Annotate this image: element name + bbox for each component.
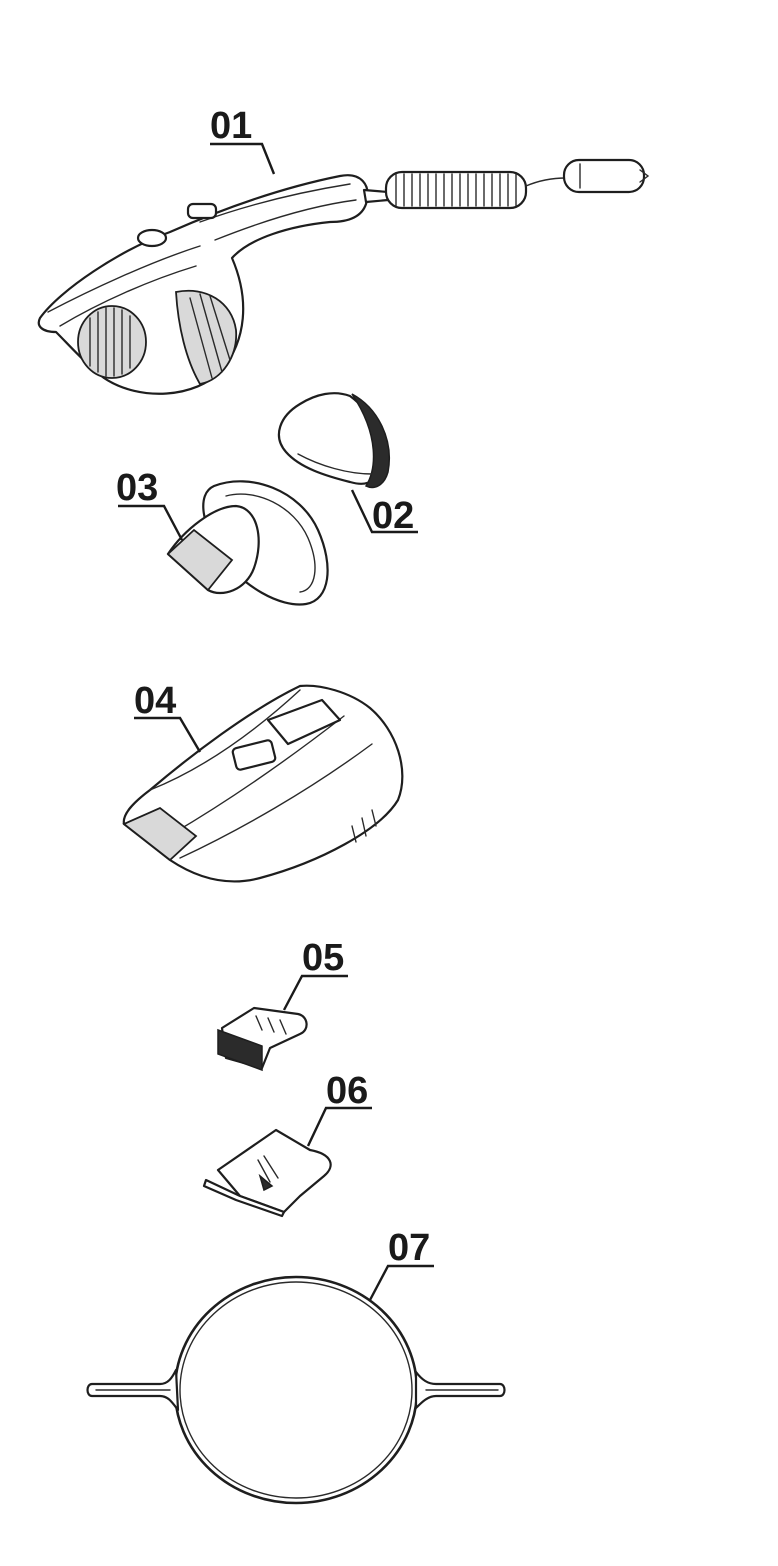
part-06-scraper-attachment: [202, 1128, 332, 1218]
label-06: 06: [326, 1070, 368, 1112]
callout-07: 07: [368, 1227, 434, 1301]
label-05: 05: [302, 937, 344, 979]
part-05-brush-attachment: [217, 1006, 308, 1072]
label-04: 04: [134, 680, 176, 722]
callout-02: 02: [350, 489, 418, 537]
callout-04: 04: [134, 680, 202, 753]
callout-03: 03: [116, 467, 184, 541]
part-02-filter: [277, 392, 390, 489]
label-07: 07: [388, 1227, 430, 1269]
part-03-inner-filter: [166, 480, 329, 606]
label-03: 03: [116, 467, 158, 509]
callout-01: 01: [210, 105, 276, 175]
part-07-strap: [86, 1275, 506, 1505]
label-01: 01: [210, 105, 252, 147]
label-02: 02: [372, 495, 414, 537]
part-04-nozzle: [122, 684, 404, 883]
callout-06: 06: [306, 1070, 372, 1147]
part-01-handheld-vacuum: [37, 158, 650, 395]
callout-05: 05: [282, 937, 348, 1011]
